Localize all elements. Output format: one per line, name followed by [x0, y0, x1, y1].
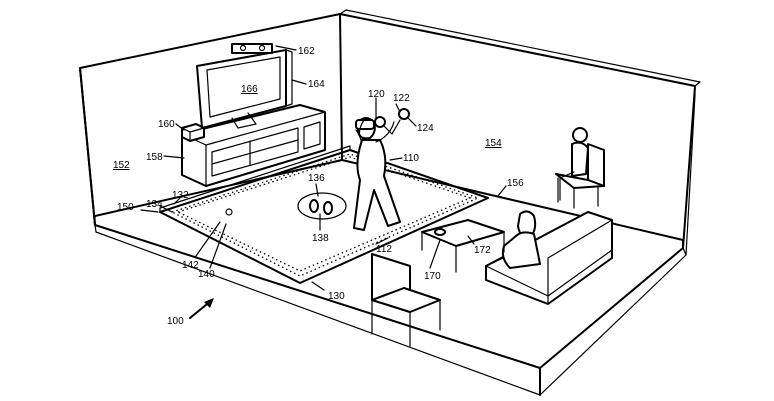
label-134: 134 [146, 199, 163, 210]
label-right-wall: 154 [485, 138, 502, 149]
label-footprint: 136 [308, 173, 325, 184]
label-142: 142 [182, 260, 199, 271]
player-figure [354, 109, 409, 230]
label-floor: 150 [117, 202, 134, 213]
label-boundary: 130 [328, 291, 345, 302]
label-sensor: 162 [298, 46, 315, 57]
seated-person-sofa [503, 211, 540, 268]
label-140: 140 [198, 269, 215, 280]
game-console [182, 124, 204, 141]
label-mat-edge: 112 [376, 244, 392, 255]
label-left-wall: 152 [113, 160, 130, 171]
label-table: 172 [474, 245, 491, 256]
label-tv-stand: 158 [146, 152, 163, 163]
label-screen: 166 [241, 84, 258, 95]
label-138: 138 [312, 233, 329, 244]
figure-arrow [190, 298, 214, 318]
label-tv: 164 [308, 79, 325, 90]
label-132: 132 [172, 190, 189, 201]
label-cup: 170 [424, 271, 441, 282]
label-sofa: 156 [507, 178, 524, 189]
label-system: 100 [167, 316, 184, 327]
label-headset: 120 [368, 89, 385, 100]
footprint-marker [310, 200, 332, 214]
label-console: 160 [158, 119, 175, 130]
motion-sensor [232, 44, 272, 53]
label-mat: 110 [403, 153, 419, 164]
label-controller-right: 122 [393, 93, 410, 104]
label-controller-left: 124 [417, 123, 434, 134]
